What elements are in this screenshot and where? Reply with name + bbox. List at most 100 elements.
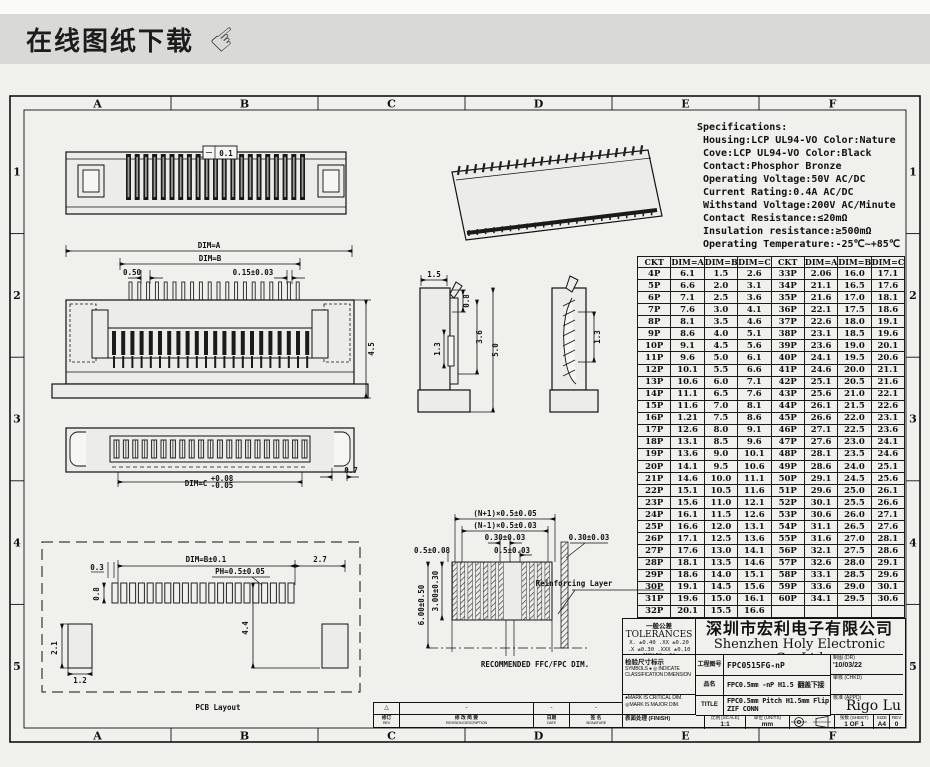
spec-line: Housing:LCP UL94-VO Color:Nature [703, 135, 896, 146]
dim-cell: 10.6 [670, 375, 705, 389]
view-front: DIM=A DIM=B 0.50 0.15±0.03 4.5 [51, 241, 376, 399]
dim-c-label: DIM=C [185, 479, 208, 488]
dim-cell: 6P [636, 291, 672, 305]
dim-cell: 20.6 [870, 351, 906, 365]
finish-cell: 表面处理 (FINISH) [623, 715, 705, 729]
dim-cell: 14.5 [703, 580, 739, 594]
spec-line: Contact Resistance:≤20mΩ [703, 213, 848, 224]
dim-cell: 34P [770, 279, 805, 293]
dim-cell: 5.6 [737, 339, 772, 353]
bottom-strip: 表面处理 (FINISH) 比例 [SCALE] 1:1 单位 (UNITS) … [623, 715, 903, 729]
table-header-cell: DIM=A [803, 256, 839, 268]
dim-cell: 19.6 [670, 592, 705, 606]
dim-cell: 12.0 [703, 520, 739, 534]
dim-cell: 22.6 [803, 315, 839, 329]
ffc-pad-label: 0.30±0.03 [485, 533, 526, 542]
banner-title[interactable]: 在线图纸下载 [26, 25, 195, 56]
dim-cell: 7.5 [703, 411, 739, 425]
rev-label-cn: 修订 [381, 716, 392, 721]
dim-cell: 5P [636, 279, 672, 293]
spec-line: Operating Voltage:50V AC/DC [703, 174, 866, 185]
desc-label-en: REVISION DESCRIPTION [445, 721, 488, 725]
dim-cell: 24.5 [837, 472, 872, 486]
size-value: A4 [877, 720, 886, 728]
revision-desc-value: - [400, 703, 534, 715]
dim-cell: 27.6 [803, 435, 839, 449]
dim-cell: 60P [770, 592, 805, 606]
view-top-strip: 0.1 [65, 145, 347, 215]
table-header-cell: DIM=C [870, 256, 906, 268]
scale-value: 1:1 [720, 720, 730, 728]
dim-cell: 14.0 [703, 568, 739, 582]
dim-cell: 15.1 [737, 568, 772, 582]
dim-cell: 31P [636, 592, 672, 606]
dim-cell: 17.0 [837, 291, 872, 305]
unit-cell: 单位 (UNITS) mm [746, 715, 790, 729]
dim-cell: 22.0 [837, 411, 872, 425]
dim-cell: 4P [636, 266, 672, 281]
frame-row-label: 2 [909, 289, 917, 302]
dim-cell: 5.0 [703, 351, 739, 365]
dim-cell: 8.6 [670, 327, 705, 341]
dim-cell: 15.1 [670, 484, 705, 498]
finish-label: 表面处理 (FINISH) [625, 716, 671, 722]
dim-cell: 32.1 [803, 544, 839, 558]
frame-row-label: 2 [13, 289, 21, 302]
pcb-anchor-width-label: 1.2 [73, 676, 87, 685]
dim-cell: 52P [770, 496, 805, 510]
dim-cell: 26.1 [870, 484, 906, 498]
dim-cell: 19P [636, 447, 672, 462]
dim-cell: 17.1 [670, 532, 705, 546]
dim-cell: 20P [636, 459, 672, 474]
view-side-left: 1.5 0.8 3.6 5.0 1.3 [417, 270, 500, 413]
dim-cell: 2.6 [737, 266, 772, 281]
fpc-thickness-label: 1.3 [593, 330, 602, 344]
flatness-callout: 0.1 [219, 149, 233, 158]
dim-cell: 57P [770, 556, 805, 570]
download-banner[interactable]: 在线图纸下载 ☞ [0, 14, 930, 64]
dim-cell: 17.6 [670, 544, 705, 558]
rev-label-en: REV [382, 721, 391, 725]
table-header-cell: CKT [636, 256, 672, 268]
dim-cell: 8.6 [737, 411, 772, 425]
dim-cell: 46P [770, 423, 805, 437]
company-name-cn: 深圳市宏利电子有限公司 [705, 619, 893, 638]
dim-cell: 11P [636, 351, 672, 365]
dim-cell: 13.0 [703, 544, 739, 558]
view-ffc: (N+1)×0.5±0.05 (N-1)×0.5±0.03 0.30±0.03 … [414, 509, 664, 669]
frame-column-label: B [240, 98, 249, 111]
dim-cell: 9P [636, 327, 672, 341]
reinforcing-layer-label: Reinforcing Layer [536, 579, 613, 588]
dim-cell: 25.1 [870, 459, 906, 474]
dim-cell: 3.5 [703, 315, 739, 329]
total-height-label: 5.0 [491, 343, 500, 357]
frame-column-label: E [681, 730, 689, 743]
dim-cell: 24P [636, 508, 672, 522]
dim-cell: 15.6 [670, 496, 705, 510]
dim-cell: 56P [770, 544, 805, 558]
tab-label: 0.8 [462, 294, 471, 308]
dim-cell: 23.5 [837, 447, 872, 462]
table-header-cell: DIM=B [703, 256, 739, 268]
ffc-side-pad-label: 0.30±0.03 [569, 533, 610, 542]
dim-cell: 6.6 [737, 363, 772, 377]
dim-cell: 25.0 [837, 484, 872, 498]
dim-cell: 49P [770, 459, 805, 474]
dim-b-label: DIM=B [199, 254, 222, 263]
dim-cell: 9.5 [703, 459, 739, 474]
dim-cell: 16.1 [670, 508, 705, 522]
dim-cell: 45P [770, 411, 805, 425]
scale-label: 比例 [SCALE] [710, 715, 740, 720]
dim-cell: 55P [770, 532, 805, 546]
dim-cell: 26.0 [837, 508, 872, 522]
dim-cell: 32.6 [803, 556, 839, 570]
dim-a-label: DIM=A [198, 241, 221, 250]
frame-column-label: F [829, 98, 837, 111]
dim-cell: 3.6 [737, 291, 772, 305]
